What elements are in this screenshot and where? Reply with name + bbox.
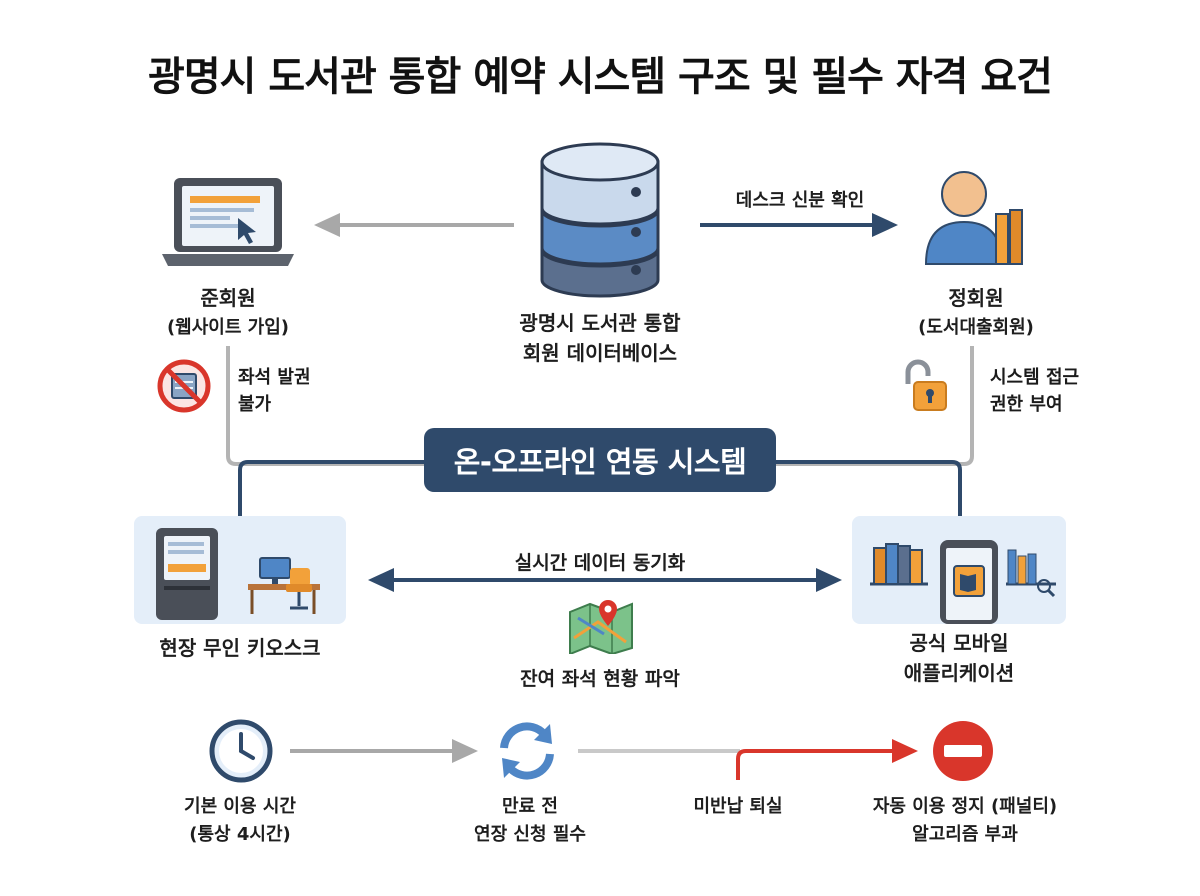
database-label: 광명시 도서관 통합 회원 데이터베이스 bbox=[460, 308, 740, 368]
associate-bracket-line bbox=[226, 346, 424, 466]
extend-line2: 연장 신청 필수 bbox=[474, 824, 586, 845]
penalty-label: 자동 이용 정지 (패널티) 알고리즘 부과 bbox=[840, 793, 1090, 849]
basic-time-line1: 기본 이용 시간 bbox=[184, 796, 296, 817]
online-offline-hub: 온-오프라인 연동 시스템 bbox=[424, 428, 776, 492]
clock-icon bbox=[209, 719, 273, 783]
mobile-app-icon bbox=[870, 540, 1056, 624]
refresh-icon bbox=[500, 722, 554, 780]
diagram-title: 광명시 도서관 통합 예약 시스템 구조 및 필수 자격 요건 bbox=[148, 54, 1053, 100]
stop-icon bbox=[933, 721, 993, 781]
extend-line1: 만료 전 bbox=[502, 796, 558, 817]
seat-ticket-restriction: 좌석 발권 불가 bbox=[238, 364, 348, 418]
regular-member-label: 정회원 (도서대출회원) bbox=[856, 283, 1096, 343]
mobile-app-label-line2: 애플리케이션 bbox=[903, 661, 1015, 685]
map-icon bbox=[569, 600, 633, 654]
database-label-line1: 광명시 도서관 통합 bbox=[519, 311, 681, 335]
sync-label: 실시간 데이터 동기화 bbox=[514, 552, 686, 574]
grant-line1: 시스템 접근 bbox=[990, 367, 1080, 388]
mobile-app-panel bbox=[852, 516, 1066, 624]
database-icon bbox=[540, 142, 660, 298]
desk-verification-label: 데스크 신분 확인 bbox=[735, 190, 865, 211]
laptop-icon bbox=[162, 178, 294, 266]
extend-label: 만료 전 연장 신청 필수 bbox=[420, 793, 640, 849]
hub-to-mobile-line bbox=[776, 460, 962, 516]
basic-time-line2: (통상 4시간) bbox=[189, 824, 291, 845]
person-icon bbox=[924, 171, 1023, 265]
mobile-app-label: 공식 모바일 애플리케이션 bbox=[834, 628, 1084, 688]
restriction-line2: 불가 bbox=[238, 394, 272, 415]
unreturned-exit-label: 미반납 퇴실 bbox=[693, 796, 783, 817]
unlock-icon bbox=[905, 359, 947, 411]
penalty-line1: 자동 이용 정지 (패널티) bbox=[872, 796, 1058, 817]
mobile-app-label-line1: 공식 모바일 bbox=[909, 631, 1009, 655]
regular-member-sub: (도서대출회원) bbox=[918, 317, 1034, 338]
grant-line2: 권한 부여 bbox=[990, 394, 1063, 415]
sync-double-arrow bbox=[368, 568, 842, 592]
regular-member-name: 정회원 bbox=[948, 286, 1004, 310]
desk-verification-arrow bbox=[700, 213, 898, 237]
kiosk-panel bbox=[134, 516, 346, 624]
associate-member-name: 준회원 bbox=[200, 286, 256, 310]
kiosk-label: 현장 무인 키오스크 bbox=[159, 636, 321, 660]
penalty-line2: 알고리즘 부과 bbox=[912, 824, 1018, 845]
remaining-seats-label: 잔여 좌석 현황 파악 bbox=[520, 668, 680, 690]
database-label-line2: 회원 데이터베이스 bbox=[522, 341, 678, 365]
db-to-associate-arrow bbox=[314, 213, 514, 237]
system-access-grant: 시스템 접근 권한 부여 bbox=[990, 364, 1120, 418]
no-ticket-icon bbox=[157, 359, 211, 413]
extend-to-penalty-arrow bbox=[578, 739, 918, 780]
kiosk-icon bbox=[156, 528, 320, 620]
time-to-extend-arrow bbox=[290, 739, 478, 763]
basic-time-label: 기본 이용 시간 (통상 4시간) bbox=[140, 793, 340, 849]
associate-member-label: 준회원 (웹사이트 가입) bbox=[108, 283, 348, 343]
restriction-line1: 좌석 발권 bbox=[238, 367, 311, 388]
regular-bracket-line bbox=[776, 346, 974, 466]
associate-member-sub: (웹사이트 가입) bbox=[166, 317, 290, 338]
hub-to-kiosk-line bbox=[238, 460, 424, 516]
